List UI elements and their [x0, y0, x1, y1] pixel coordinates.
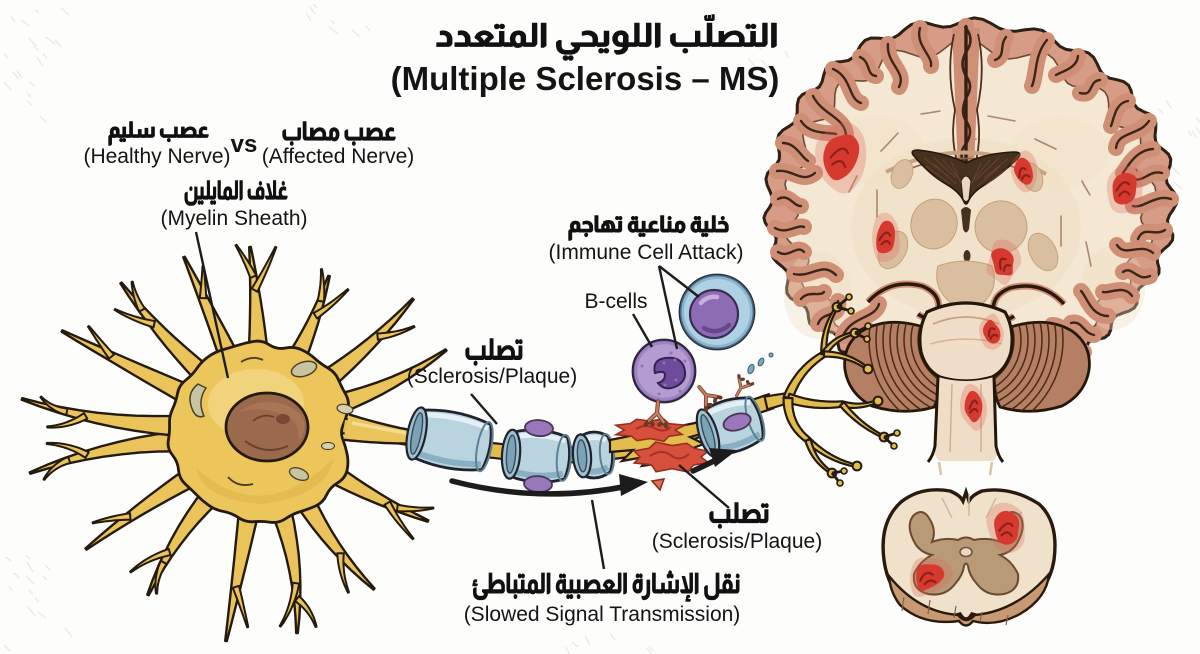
svg-text:(Immune Cell Attack): (Immune Cell Attack): [549, 241, 744, 264]
svg-text:(Sclerosis/Plaque): (Sclerosis/Plaque): [407, 365, 577, 388]
svg-text:(Affected Nerve): (Affected Nerve): [262, 145, 415, 168]
svg-text:vs: vs: [231, 131, 258, 158]
svg-text:(Slowed Signal Transmission): (Slowed Signal Transmission): [464, 603, 741, 626]
svg-text:(Sclerosis/Plaque): (Sclerosis/Plaque): [652, 530, 822, 553]
svg-text:(Multiple Sclerosis – MS): (Multiple Sclerosis – MS): [391, 60, 780, 97]
svg-text:(Healthy Nerve): (Healthy Nerve): [83, 145, 230, 168]
svg-text:(Myelin Sheath): (Myelin Sheath): [160, 207, 307, 230]
svg-text:B-cells: B-cells: [584, 290, 647, 313]
